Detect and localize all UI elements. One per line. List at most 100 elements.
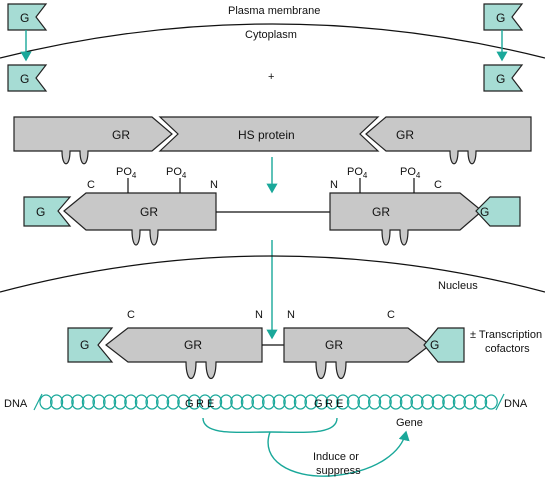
dna-bead — [209, 394, 223, 410]
induce-label-2: suppress — [316, 465, 361, 477]
plus-sign: + — [268, 71, 274, 83]
activated-gr-right: GR G N PO4 PO4 C — [329, 166, 521, 246]
svg-text:N: N — [255, 309, 263, 321]
cofactors-label-1: ± Transcription — [470, 329, 542, 341]
svg-text:E: E — [207, 398, 214, 410]
dna-bead — [378, 394, 392, 410]
dna-bead — [272, 394, 286, 410]
gre-right: G R E — [314, 398, 343, 410]
dna-bead — [283, 394, 297, 410]
dna-bead — [240, 394, 254, 410]
hs-protein-label: HS protein — [238, 128, 295, 142]
svg-text:G: G — [36, 205, 45, 219]
dna-bead — [187, 394, 201, 410]
dna-end-right — [495, 393, 505, 411]
svg-text:PO4: PO4 — [347, 166, 368, 180]
plasma-membrane-curve — [0, 23, 545, 59]
gre-bracket — [202, 417, 338, 434]
nucleus-label: Nucleus — [438, 280, 478, 292]
dna-bead — [81, 394, 96, 410]
dna-bead — [410, 394, 424, 410]
dna-bead — [431, 394, 445, 410]
dna-bead — [39, 394, 53, 410]
gr-unbound-right — [365, 116, 532, 165]
svg-text:GR: GR — [325, 338, 343, 352]
svg-text:R: R — [196, 398, 204, 410]
plasma-membrane-label: Plasma membrane — [228, 5, 320, 17]
dna-label-left: DNA — [4, 398, 28, 410]
glucocorticoid-outside-left: G — [7, 3, 48, 31]
nuclear-gr-right: GR G N C — [283, 309, 465, 380]
dna-bead — [92, 394, 106, 410]
dna-bead — [293, 394, 307, 410]
svg-text:N: N — [210, 179, 218, 191]
dna-bead — [145, 394, 159, 410]
svg-text:G: G — [80, 338, 89, 352]
svg-text:PO4: PO4 — [166, 166, 187, 180]
dna-bead — [399, 394, 413, 410]
dna-bead — [198, 394, 212, 410]
svg-text:G: G — [20, 72, 29, 86]
svg-text:N: N — [287, 309, 295, 321]
dna-bead — [49, 394, 64, 410]
dna-bead — [421, 394, 435, 410]
dna-bead — [251, 394, 265, 410]
gr-label-right-unbound: GR — [396, 128, 414, 142]
svg-text:GR: GR — [184, 338, 202, 352]
gre-left: G R E — [185, 398, 214, 410]
induce-arrow — [267, 430, 410, 477]
svg-text:G: G — [496, 11, 505, 25]
dna-bead — [71, 394, 85, 410]
dna-bead — [346, 394, 360, 410]
dna-bead — [484, 394, 498, 410]
glucocorticoid-inside-left: G — [7, 64, 48, 92]
svg-text:C: C — [387, 309, 395, 321]
dna-bead — [474, 394, 488, 410]
cofactors-label-2: cofactors — [485, 343, 530, 355]
dna-strand — [33, 393, 505, 411]
dna-bead — [113, 394, 127, 410]
dna-bead — [262, 394, 276, 410]
dna-bead — [166, 394, 180, 410]
svg-text:PO4: PO4 — [116, 166, 137, 180]
gr-hs-complex: GR HS protein GR — [13, 116, 532, 165]
hs-protein — [158, 116, 380, 152]
svg-text:G: G — [185, 398, 194, 410]
svg-text:C: C — [87, 179, 95, 191]
nuclear-membrane-curve — [0, 255, 545, 293]
dna-bead — [368, 394, 382, 410]
dna-end-left — [33, 393, 43, 411]
gr-unbound-left — [13, 116, 173, 165]
dna-bead — [60, 394, 74, 410]
svg-text:N: N — [330, 179, 338, 191]
dna-bead — [442, 394, 456, 410]
dna-bead — [177, 394, 191, 410]
svg-text:R: R — [325, 398, 333, 410]
glucocorticoid-outside-right: G — [483, 3, 524, 31]
dna-label-right: DNA — [504, 398, 528, 410]
glucocorticoid-inside-right: G — [483, 64, 524, 92]
cytoplasm-label: Cytoplasm — [245, 29, 297, 41]
dna-bead — [315, 394, 329, 410]
induce-label-1: Induce or — [313, 451, 359, 463]
svg-text:G: G — [430, 338, 439, 352]
dna-bead — [463, 394, 477, 410]
svg-text:E: E — [336, 398, 343, 410]
dna-bead — [230, 394, 244, 410]
nuclear-gr-left: G GR C N — [67, 309, 263, 380]
svg-text:G: G — [480, 205, 489, 219]
dna-bead — [452, 394, 466, 410]
dna-bead — [304, 394, 318, 410]
dna-bead — [219, 394, 233, 410]
dna-bead — [325, 394, 339, 410]
gene-label: Gene — [396, 417, 423, 429]
svg-text:C: C — [434, 179, 442, 191]
svg-text:G: G — [496, 72, 505, 86]
dna-bead — [134, 394, 148, 410]
svg-text:C: C — [127, 309, 135, 321]
svg-text:PO4: PO4 — [400, 166, 421, 180]
svg-text:G: G — [20, 11, 29, 25]
svg-text:GR: GR — [372, 205, 390, 219]
dna-bead — [336, 394, 350, 410]
